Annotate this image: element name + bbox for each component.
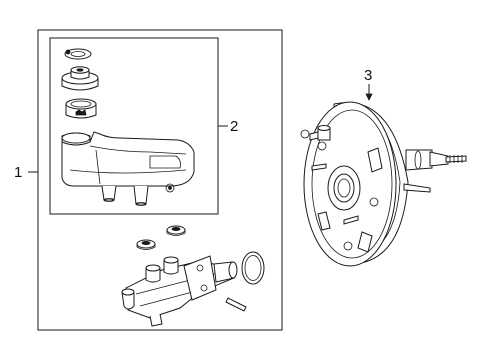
reservoir-grommet-left — [136, 239, 156, 250]
master-cylinder-assembly-group: 1 — [14, 29, 283, 331]
reservoir-cap-gasket — [64, 48, 92, 60]
master-cylinder-o-ring — [241, 251, 265, 285]
reservoir-strainer — [65, 98, 97, 119]
callout-label-2: 2 — [230, 118, 238, 135]
brake-fluid-reservoir — [61, 131, 195, 206]
assembly-outer-box — [37, 29, 283, 331]
reservoir-grommet-right — [166, 225, 186, 236]
leader-arrow-3 — [365, 93, 373, 101]
callout-label-1: 1 — [14, 164, 22, 181]
reservoir-cap — [61, 66, 99, 91]
master-cylinder-pin — [225, 297, 247, 312]
reservoir-assembly-group: 2 — [49, 37, 238, 215]
brake-booster-group: 3 — [300, 67, 467, 267]
callout-label-3: 3 — [364, 67, 372, 84]
master-cylinder-parts — [121, 225, 265, 327]
brake-booster — [300, 101, 467, 267]
brake-master-cylinder — [121, 255, 238, 327]
